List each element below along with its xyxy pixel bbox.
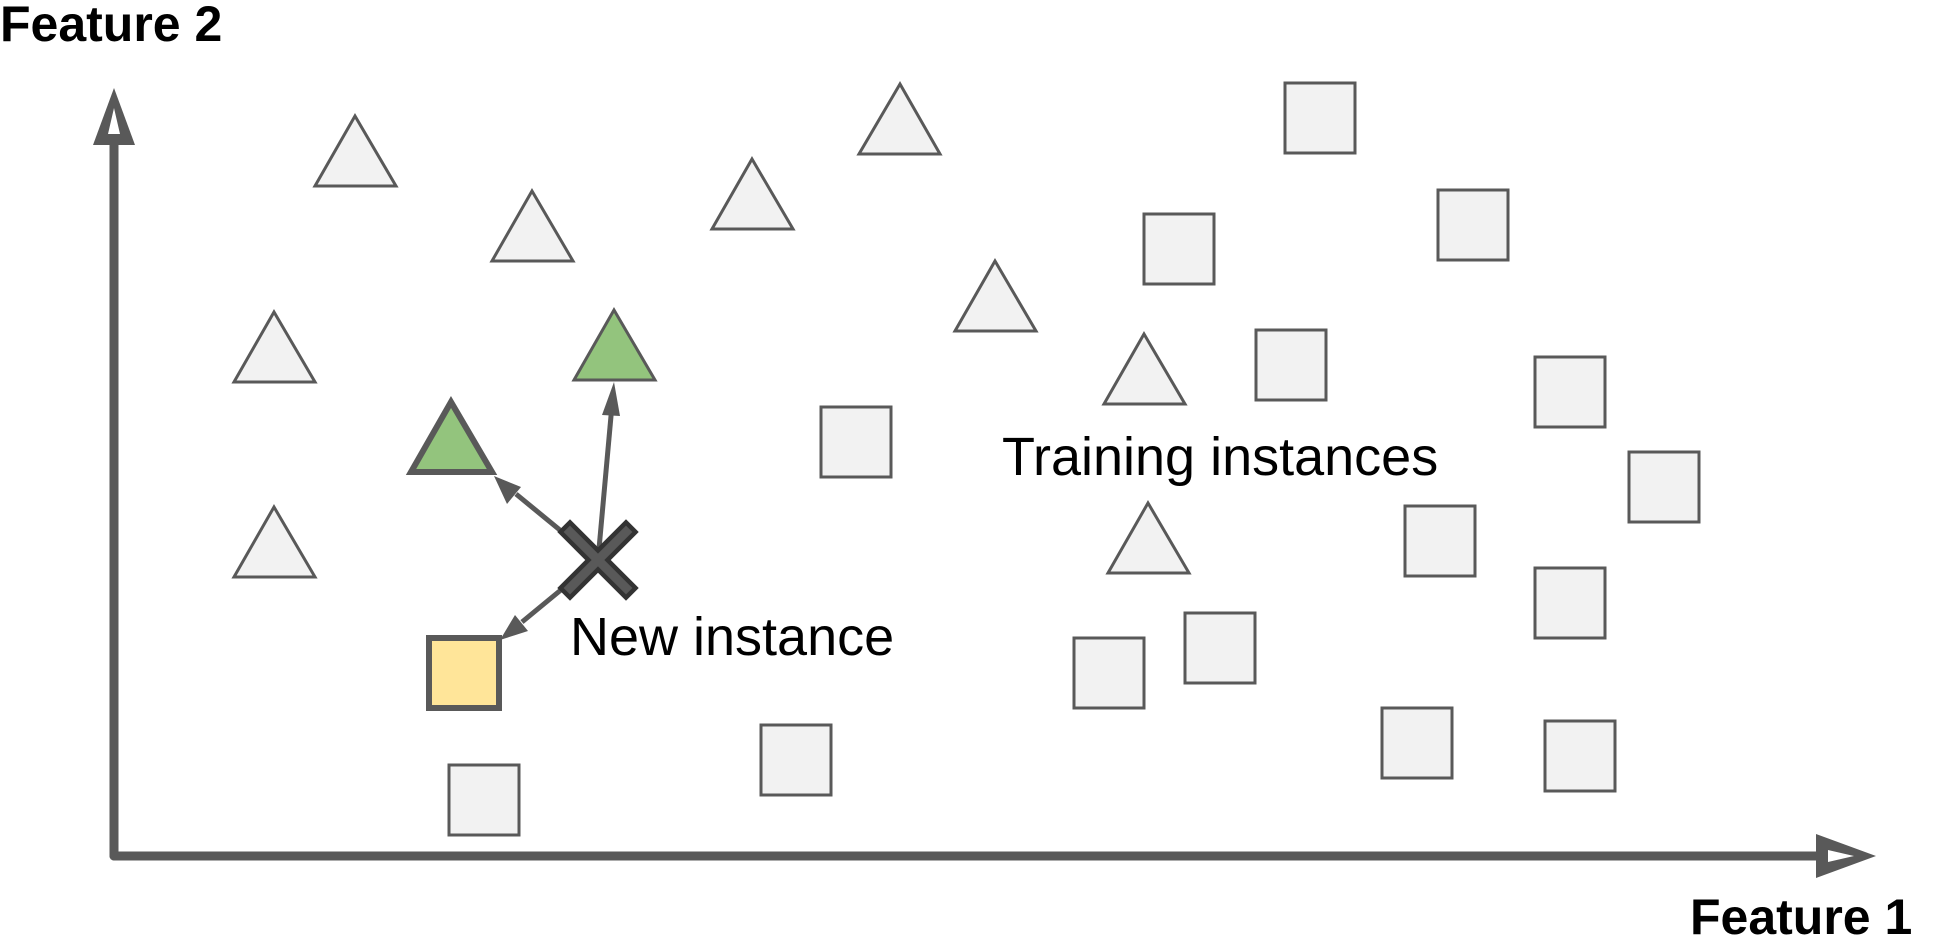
square-icon <box>1627 450 1701 524</box>
square-icon <box>1142 212 1216 286</box>
x-mark-icon <box>557 519 639 601</box>
arrowhead-icon <box>602 382 620 416</box>
axes <box>93 88 1876 878</box>
new-instance-label: New instance <box>570 607 894 667</box>
triangle-icon <box>1105 500 1192 575</box>
square-icon <box>1183 611 1257 685</box>
training-triangles <box>231 81 1192 579</box>
square-icon <box>1533 566 1607 640</box>
triangle-icon <box>312 113 399 188</box>
training-instances-label: Training instances <box>1002 427 1438 487</box>
triangle-icon <box>231 309 318 384</box>
nearest-neighbors <box>405 307 658 711</box>
square-icon <box>1072 636 1146 710</box>
neighbor-square-icon <box>426 635 502 711</box>
triangle-icon <box>952 258 1039 333</box>
arrow-to-triangle-top <box>595 404 615 561</box>
y-axis-arrowhead-inner <box>108 108 120 134</box>
square-icon <box>1403 504 1477 578</box>
square-icon <box>1543 719 1617 793</box>
square-icon <box>447 763 521 837</box>
triangle-icon <box>1101 331 1188 406</box>
triangle-icon <box>709 156 796 231</box>
square-icon <box>1283 81 1357 155</box>
arrowhead-icon <box>500 615 528 640</box>
square-icon <box>759 723 833 797</box>
neighbor-arrows <box>494 382 620 640</box>
square-icon <box>1533 355 1607 429</box>
square-icon <box>1254 328 1328 402</box>
neighbor-triangle-icon <box>571 307 658 382</box>
square-icon <box>1380 706 1454 780</box>
triangle-icon <box>856 81 943 156</box>
x-axis-arrowhead-inner <box>1828 850 1854 862</box>
arrowhead-icon <box>494 476 521 504</box>
triangle-icon <box>489 188 576 263</box>
training-squares <box>447 81 1701 837</box>
triangle-icon <box>231 504 318 579</box>
square-icon <box>1436 188 1510 262</box>
y-axis-title: Feature 2 <box>0 0 222 52</box>
square-icon <box>819 405 893 479</box>
neighbor-triangle-icon <box>405 396 498 475</box>
x-axis-title: Feature 1 <box>1690 889 1912 937</box>
